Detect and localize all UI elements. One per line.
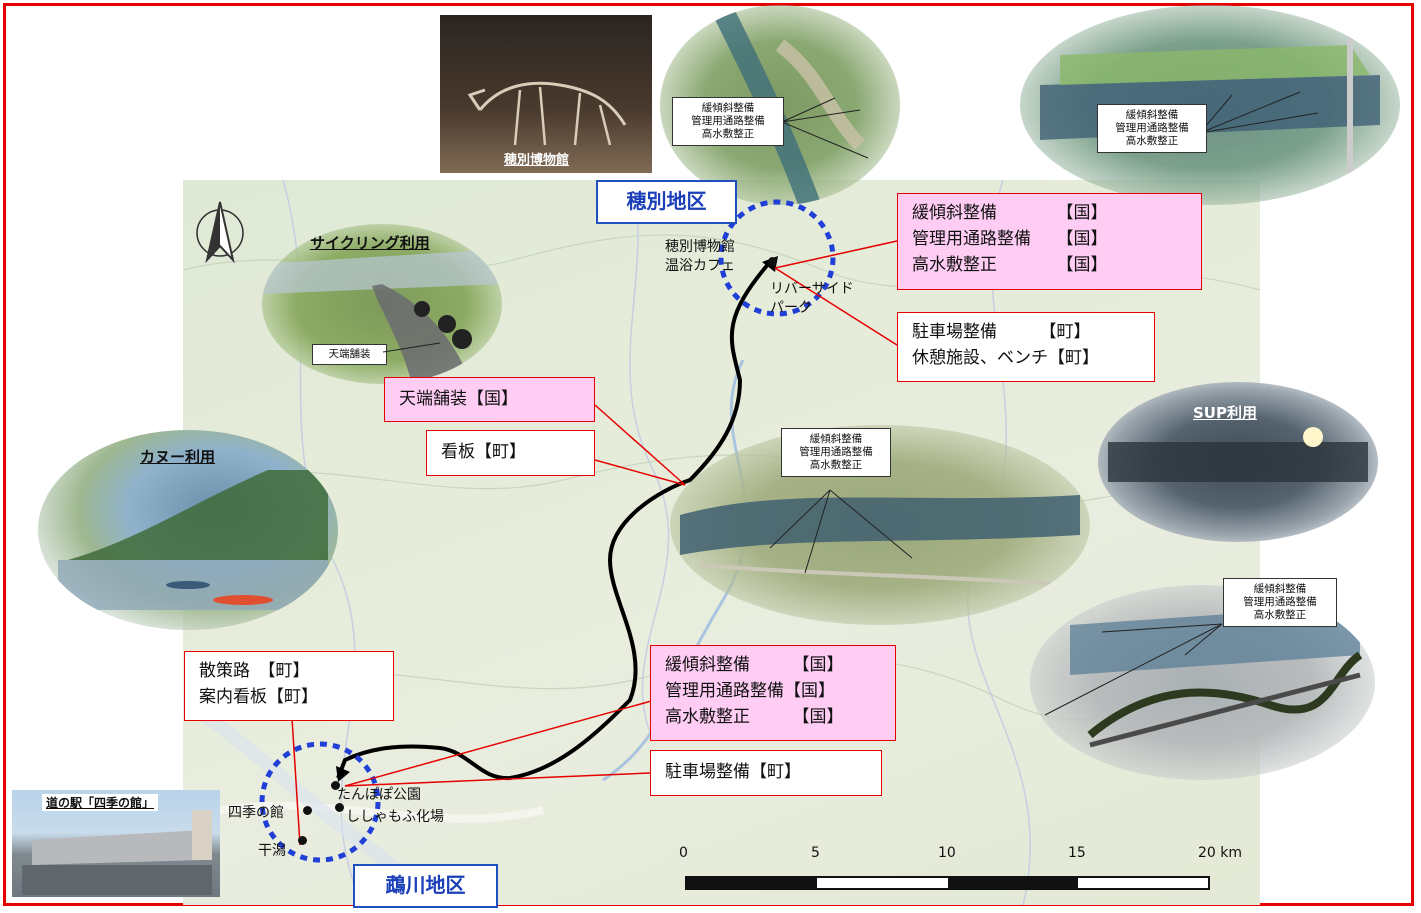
scale-tick-10: 10 (938, 845, 956, 861)
photo-note-4: 緩傾斜整備 管理用通路整備 高水敷整正 (1223, 578, 1337, 627)
mukawa-district-circle (259, 741, 381, 863)
shiki-no-yakata-dot (303, 806, 312, 815)
aerial-photo-4 (1030, 585, 1375, 780)
mukawa-national-callout: 緩傾斜整備 【国】 管理用通路整備【国】 高水敷整正 【国】 (650, 645, 896, 741)
higata-dot (298, 836, 307, 845)
tanpopo-park-dot (331, 781, 340, 790)
higata-label: 干潟 (258, 843, 286, 859)
riverside-park-label: リバーサイド パーク (770, 281, 854, 316)
scale-tick-15: 15 (1068, 845, 1086, 861)
mukawa-district-label: 鵡川地区 (353, 864, 498, 908)
north-arrow-icon (195, 198, 245, 268)
hobetsu-district-circle (718, 199, 836, 317)
cycling-caption: サイクリング利用 (310, 234, 430, 252)
hobetsu-museum-dot (768, 257, 777, 266)
shishamo-hatchery-dot (335, 803, 344, 812)
route-line (336, 260, 772, 781)
scale-bar (685, 876, 1210, 890)
sansakuro-callout: 散策路 【町】 案内看板【町】 (184, 651, 394, 721)
hobetsu-national-callout: 緩傾斜整備 【国】 管理用通路整備 【国】 高水敷整正 【国】 (897, 193, 1202, 290)
tanpopo-park-label: たんぽぽ公園 (337, 787, 421, 803)
canoe-caption: カヌー利用 (140, 448, 216, 466)
sup-photo: SUP利用 (1098, 382, 1378, 542)
scale-tick-0: 0 (679, 845, 688, 861)
hobetsu-museum-label: 穂別博物館 温浴カフェ (665, 239, 735, 274)
sup-caption: SUP利用 (1193, 404, 1257, 422)
mukawa-parking-callout: 駐車場整備【町】 (650, 750, 882, 796)
aerial-photo-2 (1020, 5, 1400, 205)
photo-note-1: 緩傾斜整備 管理用通路整備 高水敷整正 (672, 97, 784, 146)
shishamo-hatchery-label: ししゃもふ化場 (346, 809, 444, 825)
route-arrow-south (336, 766, 350, 782)
photo-note-2: 緩傾斜整備 管理用通路整備 高水敷整正 (1097, 104, 1207, 153)
scale-tick-20: 20 km (1198, 845, 1243, 861)
cycling-photo: サイクリング利用 天端舗装 (262, 224, 502, 384)
michinoeki-photo: 道の駅「四季の館」 (12, 790, 220, 897)
cycling-note: 天端舗装 (312, 344, 387, 365)
museum-caption: 穂別博物館 (504, 153, 570, 168)
canoe-photo: カヌー利用 (38, 430, 338, 630)
tenba-callout: 天端舗装【国】 (384, 377, 595, 422)
scale-tick-5: 5 (811, 845, 820, 861)
michinoeki-caption: 道の駅「四季の館」 (42, 794, 159, 811)
photo-note-3: 緩傾斜整備 管理用通路整備 高水敷整正 (781, 428, 891, 477)
shiki-no-yakata-label: 四季の館 (228, 805, 284, 821)
hobetsu-town-callout: 駐車場整備 【町】 休憩施設、ベンチ【町】 (897, 312, 1155, 382)
kanban-callout: 看板【町】 (426, 430, 595, 476)
hobetsu-district-label: 穂別地区 (596, 180, 737, 224)
museum-photo: 穂別博物館 (440, 15, 652, 173)
